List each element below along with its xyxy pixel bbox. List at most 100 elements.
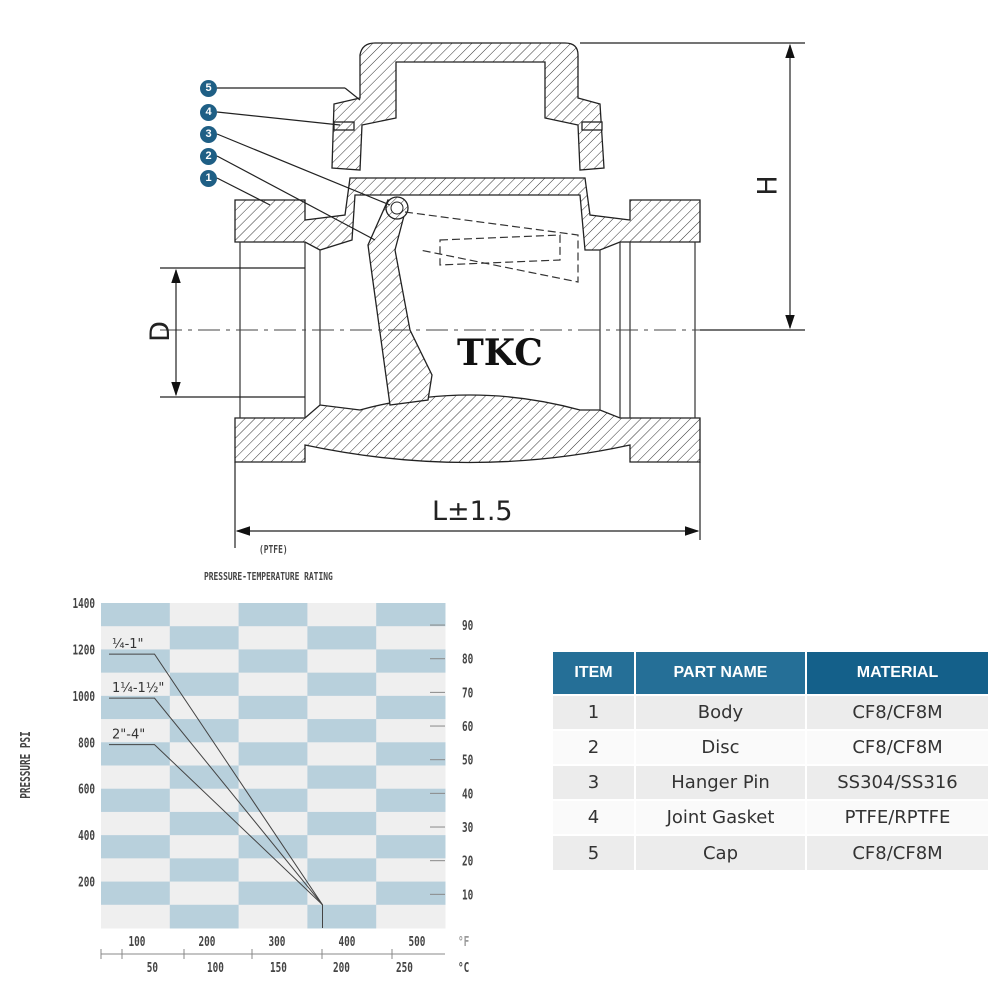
grid-cell: [376, 881, 446, 906]
grid-cell: [376, 672, 446, 697]
grid-cell: [101, 904, 171, 929]
grid-cell: [101, 672, 171, 697]
callout-1: 1: [200, 170, 217, 187]
grid-cell: [169, 719, 240, 743]
cell-material: CF8/CF8M: [806, 834, 990, 870]
cell-item: 2: [553, 729, 636, 765]
y-tick-label: 800: [78, 735, 95, 751]
cell-part-name: Cap: [635, 834, 807, 870]
grid-cell: [376, 719, 446, 743]
grid-cell: [101, 695, 171, 720]
grid-cell: [376, 695, 446, 720]
y2-tick-label: 70: [462, 685, 473, 701]
cell-item: 1: [553, 694, 636, 730]
chart-title: PRESSURE-TEMPERATURE RATING: [204, 570, 333, 583]
grid-cell: [101, 788, 171, 813]
grid-cell: [376, 811, 446, 836]
cell-material: CF8/CF8M: [806, 729, 990, 765]
dimension-l: L±1.5: [432, 496, 513, 527]
dimension-h: H: [752, 175, 784, 196]
grid-cell: [238, 649, 308, 674]
grid-cell: [169, 765, 240, 790]
header-item: ITEM: [553, 652, 636, 695]
y-tick-label: 600: [78, 781, 95, 797]
grid-cell: [238, 603, 308, 627]
y-tick-label: 200: [78, 874, 95, 890]
grid-cell: [169, 835, 240, 859]
y-tick-label: 1200: [72, 642, 95, 658]
grid-cell: [238, 811, 308, 836]
grid-cell: [169, 881, 240, 906]
body-upper: [234, 177, 701, 251]
cell-material: SS304/SS316: [806, 764, 990, 800]
grid-cell: [307, 904, 377, 929]
callout-2: 2: [200, 148, 217, 165]
x-tick-label-f: 400: [339, 933, 356, 949]
y2-tick-label: 30: [462, 819, 473, 835]
grid-cell: [238, 858, 308, 883]
x-tick-label-f: 200: [199, 933, 216, 949]
y2-tick-label: 80: [462, 651, 473, 667]
grid-cell: [307, 719, 377, 743]
brand-label: TKC: [457, 332, 543, 374]
series-label: 1¼-1½": [112, 681, 164, 696]
cell-item: 4: [553, 799, 636, 835]
x-unit-c: °C: [458, 959, 469, 975]
x-tick-label-c: 250: [396, 959, 413, 975]
cell-part-name: Body: [635, 694, 807, 730]
grid-cell: [307, 742, 377, 766]
grid-cell: [376, 742, 446, 766]
x-tick-label-c: 100: [207, 959, 224, 975]
grid-cell: [238, 765, 308, 790]
grid-cell: [376, 626, 446, 650]
valve-section-drawing: [160, 42, 805, 548]
grid-cell: [307, 858, 377, 883]
grid-cell: [169, 649, 240, 674]
dimension-d: D: [144, 321, 176, 342]
grid-cell: [169, 695, 240, 720]
grid-cell: [376, 835, 446, 859]
callout-5: 5: [200, 80, 217, 97]
grid-cell: [101, 858, 171, 883]
grid-cell: [238, 904, 308, 929]
grid-cell: [376, 603, 446, 627]
grid-cell: [101, 765, 171, 790]
grid-cell: [169, 603, 240, 627]
y-tick-label: 1000: [72, 688, 95, 704]
x-unit-f: °F: [458, 933, 469, 949]
grid-cell: [101, 626, 171, 650]
grid-cell: [376, 788, 446, 813]
x-tick-label-c: 200: [333, 959, 350, 975]
pressure-temperature-chart: 1400120010008006004002009080706050403020…: [17, 595, 473, 975]
grid-cell: [376, 649, 446, 674]
grid-cell: [101, 742, 171, 766]
grid-cell: [101, 811, 171, 836]
grid-cell: [376, 904, 446, 929]
cell-item: 3: [553, 764, 636, 800]
grid-cell: [169, 811, 240, 836]
y2-tick-label: 50: [462, 752, 473, 768]
grid-cell: [169, 904, 240, 929]
series-label: ¼-1": [112, 637, 144, 652]
grid-cell: [307, 603, 377, 627]
cell-part-name: Hanger Pin: [635, 764, 807, 800]
x-tick-label-c: 150: [270, 959, 287, 975]
grid-cell: [307, 695, 377, 720]
grid-cell: [169, 788, 240, 813]
grid-cell: [101, 719, 171, 743]
cell-part-name: Joint Gasket: [635, 799, 807, 835]
grid-cell: [169, 626, 240, 650]
y2-tick-label: 60: [462, 718, 473, 734]
y-axis-label: PRESSURE PSI: [17, 731, 33, 799]
grid-cell: [101, 649, 171, 674]
y2-tick-label: 20: [462, 853, 473, 869]
grid-cell: [101, 603, 171, 627]
callout-3: 3: [200, 126, 217, 143]
y-tick-label: 400: [78, 828, 95, 844]
grid-cell: [307, 788, 377, 813]
y2-tick-label: 40: [462, 786, 473, 802]
